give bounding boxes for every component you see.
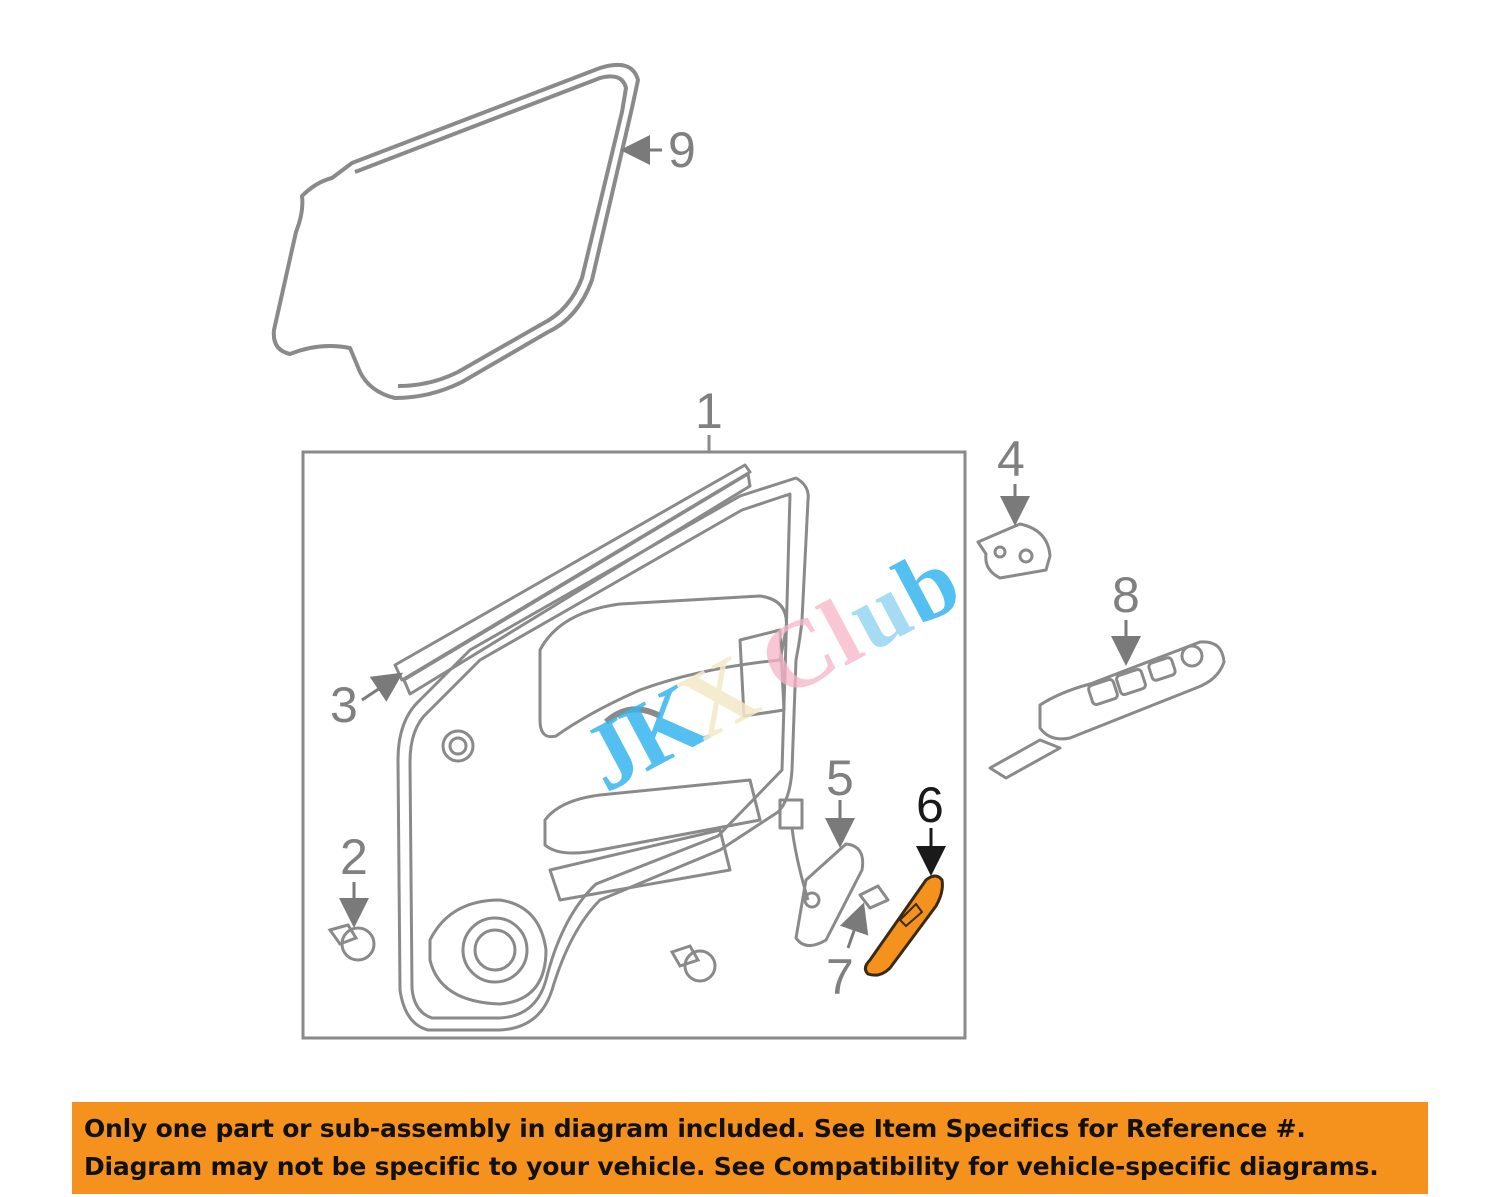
callout-2: 2 [340, 829, 368, 885]
callout-3: 3 [330, 677, 358, 733]
part-6-shape [863, 874, 944, 977]
parts-diagram: J K X C l u b 9 1 4 8 3 5 6 2 7 [271, 63, 1226, 1040]
callout-9: 9 [668, 122, 696, 178]
part-1-frame [301, 450, 967, 1040]
part-clip-inner [669, 944, 717, 983]
callout-1: 1 [695, 383, 723, 439]
part-8-window-switch [988, 640, 1226, 780]
part-4-bracket [976, 522, 1052, 580]
part-2-clip [327, 923, 376, 962]
part-5-switch-bezel [778, 798, 890, 947]
callout-6: 6 [916, 777, 944, 833]
part-6-door-handle [863, 874, 944, 977]
callout-7: 7 [826, 949, 854, 1005]
disclaimer-banner: Only one part or sub-assembly in diagram… [72, 1102, 1428, 1194]
callout-4: 4 [997, 431, 1025, 487]
part-9-weatherstrip [271, 63, 640, 400]
leader-lines [339, 135, 1141, 949]
callout-5: 5 [826, 750, 854, 806]
disclaimer-line-1: Only one part or sub-assembly in diagram… [84, 1114, 1306, 1143]
watermark-logo: J K X C l u b [565, 526, 976, 812]
callout-8: 8 [1112, 567, 1140, 623]
disclaimer-line-2: Diagram may not be specific to your vehi… [84, 1152, 1379, 1181]
